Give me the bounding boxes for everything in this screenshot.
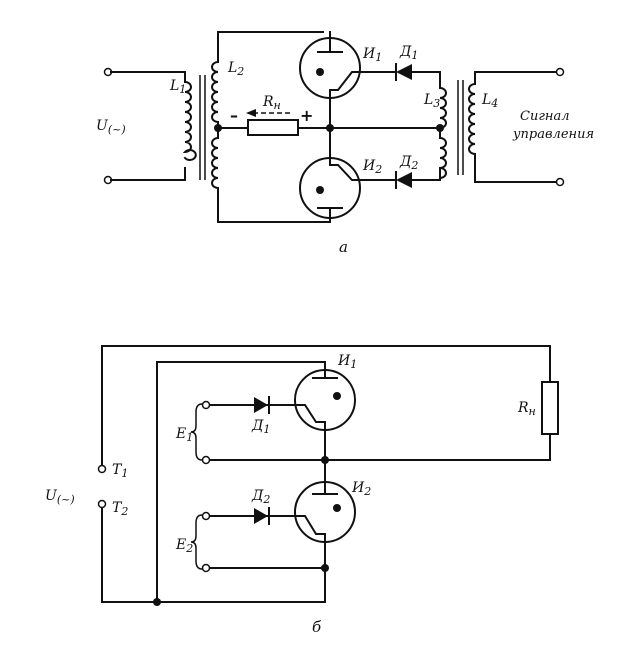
label-D1-a: Д1 [399,44,418,62]
diode-D2 [396,172,412,188]
label-L2: L2 [227,60,244,78]
terminal-T2 [97,499,107,509]
node-I2-cathode [321,564,329,572]
signal-label-line2: управления [512,127,594,142]
label-T1: T1 [112,462,128,480]
brace-E1 [190,403,203,461]
label-Rn-b: Rн [517,400,536,418]
label-I1-b: И1 [337,353,357,371]
lamp-I2-b-cathode-grid [207,515,326,569]
input-label-a: U(~) [96,118,126,136]
label-I2-a: И2 [362,158,382,176]
coil-L1 [182,80,197,161]
wire-L2-top [217,31,324,63]
lamp-I1-cathode-grid [329,71,381,129]
label-I1-a: И1 [362,46,382,64]
diode-D1 [396,64,412,80]
wire-input-top [110,71,186,83]
wire-L2-bottom [217,207,331,223]
terminal-E2-top [201,511,211,521]
signal-terminal-bottom [555,177,565,187]
lamp-I1-b-gas-dot [333,392,341,400]
wire-inner-anode1 [156,361,326,603]
wire-load-return [209,433,551,461]
terminal-E2-bottom [201,563,211,573]
lamp-I2-b-gas-dot [333,504,341,512]
resistor-Rn-b [541,381,559,435]
diode-D2-b [254,508,268,524]
label-D1-b: Д1 [251,418,270,436]
wire-D1-right [411,71,441,89]
terminal-E1-top [201,400,211,410]
current-arrow-head [246,109,256,117]
wire-signal-top [474,71,561,85]
signal-label-line1: Сигнал [520,109,569,124]
label-L3: L3 [423,92,440,110]
lamp-I1-gas-dot [316,68,324,76]
label-Rn-a: Rн [262,94,281,112]
resistor-Rn-a [247,119,299,136]
label-L4: L4 [481,92,498,110]
diode-D1-b [254,397,268,413]
caption-b: б [312,618,322,636]
label-D2-a: Д2 [399,154,418,172]
coil-L3 [438,86,447,180]
label-T2: T2 [112,500,128,518]
coil-L2-upper [211,60,220,129]
wire-input-bottom [110,167,186,181]
wire-outer-bottom [101,507,326,603]
input-label-b: U(~) [45,488,75,506]
wire-D2-right [411,167,441,181]
label-E2: E2 [175,537,193,555]
label-L1: L1 [169,78,186,96]
label-I2-b: И2 [351,480,371,498]
lamp-I2-cathode-grid [329,127,381,181]
caption-a: а [339,238,348,256]
signal-terminal-top [555,67,565,77]
lamp-I1-b-cathode-grid [207,404,326,461]
terminal-T1 [97,464,107,474]
plus-sign: + [300,106,313,125]
label-D2-b: Д2 [251,488,270,506]
coil-L4 [468,82,477,183]
diagram-a: U(~) L1 L2 Rн – + И1 И2 Д1 Д2 L3 L4 Сигн… [96,31,594,256]
diagram-b: U(~) T1 T2 И1 И2 Д1 Д2 E1 E2 Rн б [45,345,559,636]
minus-sign: – [230,106,238,125]
coil-L2-lower [211,127,219,223]
terminal-E1-bottom [201,455,211,465]
lamp-I2-gas-dot [316,186,324,194]
label-E1: E1 [175,426,193,444]
brace-E2 [190,514,203,570]
wire-outer-top [101,345,551,466]
